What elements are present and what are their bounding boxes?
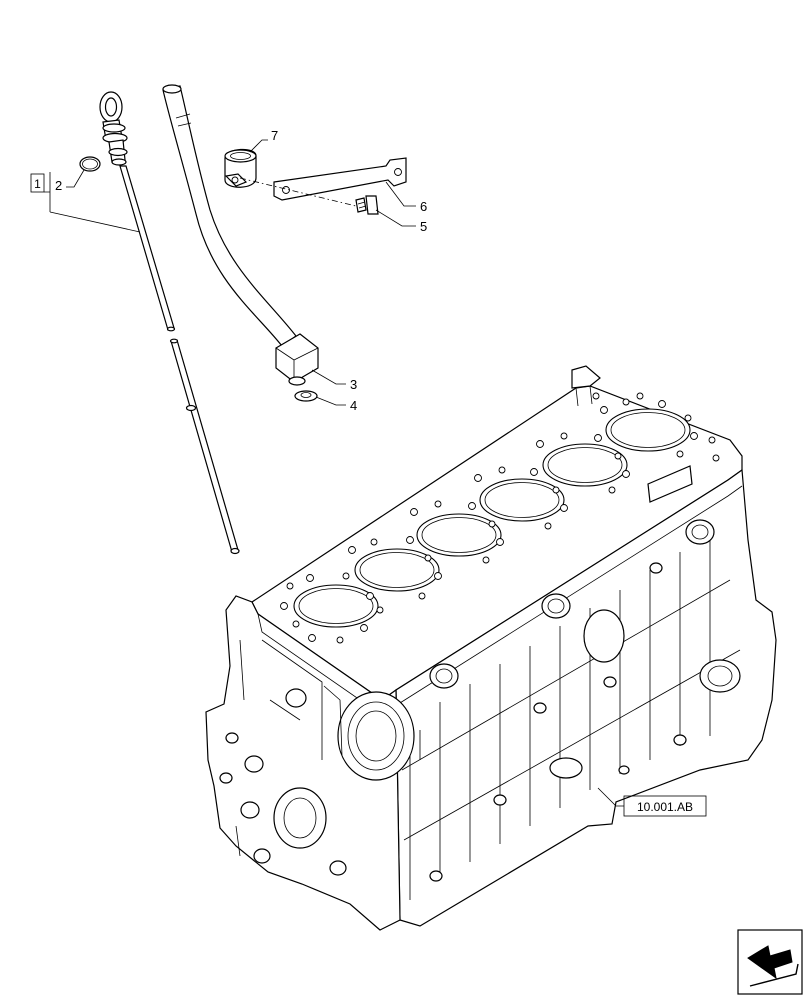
callout-4: 4	[315, 396, 357, 413]
engine-block	[205, 365, 777, 931]
callout-3: 3	[311, 369, 357, 392]
dipstick	[99, 91, 240, 555]
callout-6-label: 6	[420, 199, 427, 214]
callout-2: 2	[55, 169, 85, 193]
reference-label-text: 10.001.AB	[637, 800, 693, 814]
clip-part-7	[224, 148, 257, 188]
callout-7-label: 7	[271, 128, 278, 143]
bracket-part-6	[273, 157, 407, 201]
arrow-back-icon[interactable]	[737, 929, 803, 995]
alignment-line	[239, 177, 357, 207]
callout-6: 6	[385, 181, 427, 214]
callout-5: 5	[375, 209, 427, 234]
callout-3-label: 3	[350, 377, 357, 392]
bolt-part-5	[355, 195, 379, 215]
callout-4-label: 4	[350, 398, 357, 413]
washer-part-4	[294, 390, 318, 402]
dipstick-tube	[162, 84, 319, 386]
reference-label[interactable]: 10.001.AB	[597, 787, 707, 817]
callout-5-label: 5	[420, 219, 427, 234]
callout-1-label: 1	[34, 177, 41, 191]
head-bolt-holes	[280, 392, 720, 644]
callout-1: 1	[30, 172, 141, 233]
callout-2-label: 2	[55, 178, 62, 193]
callout-7: 7	[249, 128, 278, 153]
